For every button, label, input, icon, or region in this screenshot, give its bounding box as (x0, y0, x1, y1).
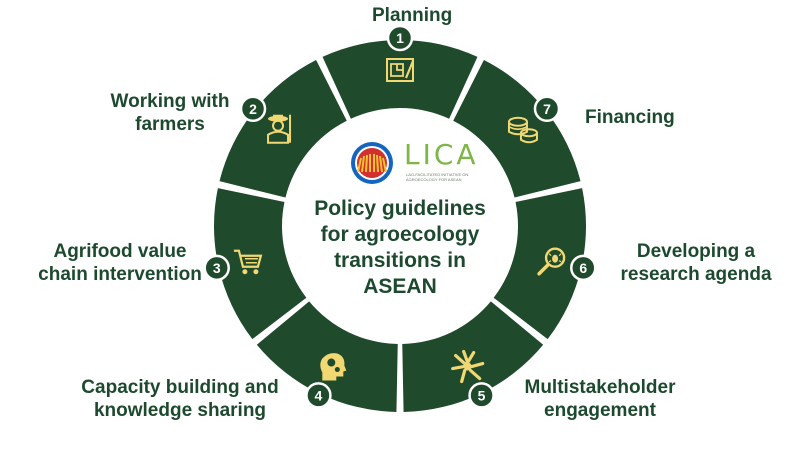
step-badge-2: 2 (239, 95, 267, 123)
lica-tagline: Lao-facilitated initiative on agroecolog… (406, 172, 469, 182)
wheel-segment-6 (493, 188, 586, 340)
step-badge-5: 5 (468, 382, 495, 409)
step-badge-1: 1 (386, 24, 414, 52)
step-label-capacity-building: Capacity building and knowledge sharing (81, 377, 279, 421)
head-gears-icon (320, 353, 347, 381)
step-label-planning: Planning (372, 5, 453, 26)
step-badge-6: 6 (570, 254, 597, 282)
logo-block: LICA Lao-facilitated initiative on agroe… (348, 138, 479, 186)
coins-icon (507, 116, 538, 144)
step-number: 2 (249, 101, 257, 117)
wheel-segment-1 (322, 39, 478, 119)
farmer-icon (267, 114, 292, 144)
lica-logo-text: LICA (404, 138, 479, 171)
step-number: 3 (213, 260, 221, 276)
hands-together-icon (451, 349, 485, 384)
wheel-segment-3 (214, 188, 307, 340)
step-number: 5 (478, 387, 486, 403)
step-label-agrifood-value-chain: Agrifood value chain intervention (38, 241, 202, 285)
center-title: Policy guidelines for agroecology transi… (314, 197, 486, 298)
step-number: 6 (579, 260, 587, 276)
step-number: 1 (396, 30, 404, 46)
magnifier-bug-icon (537, 247, 566, 276)
step-badge-3: 3 (203, 254, 230, 282)
blueprint-icon (386, 58, 415, 82)
step-label-multistakeholder: Multistakeholder engagement (524, 377, 676, 421)
shopping-cart-icon (233, 249, 263, 275)
step-label-financing: Financing (585, 107, 675, 128)
step-badge-7: 7 (533, 95, 561, 123)
center-disc (290, 116, 510, 336)
step-number: 4 (315, 387, 323, 403)
asean-emblem-icon (351, 142, 393, 184)
step-label-working-with-farmers: Working with farmers (110, 91, 230, 135)
step-label-research-agenda: Developing a research agenda (620, 241, 772, 285)
step-number: 7 (543, 101, 551, 117)
step-badge-4: 4 (305, 382, 332, 409)
